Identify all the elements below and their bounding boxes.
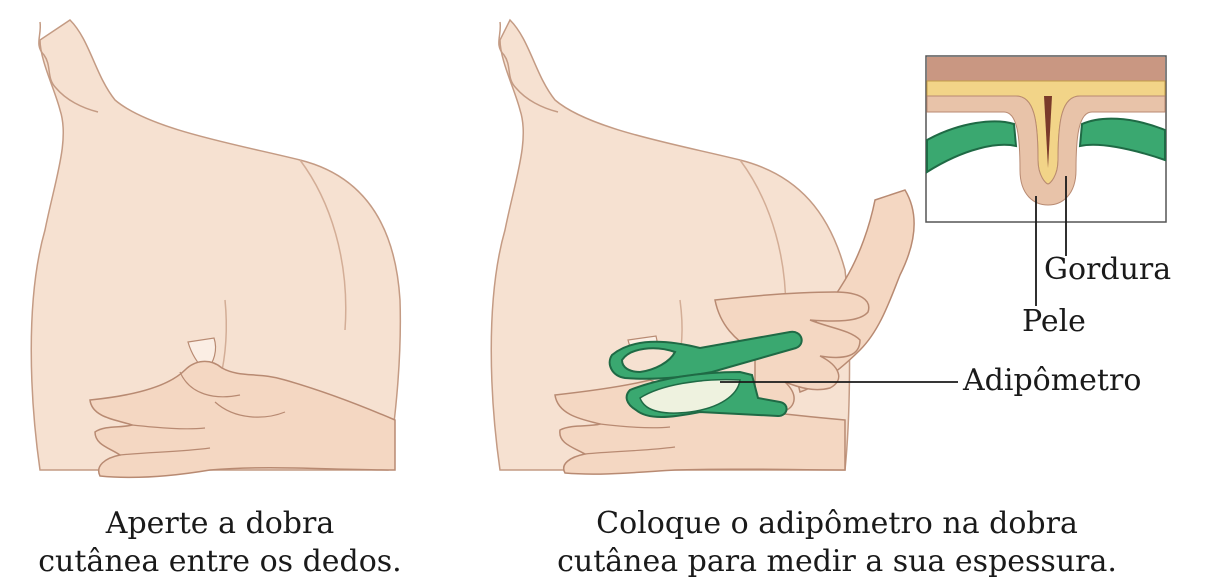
left-caption: Aperte a dobra cutânea entre os dedos. (10, 505, 430, 579)
left-caption-line-1: Aperte a dobra (10, 505, 430, 543)
right-caption-line-1: Coloque o adipômetro na dobra (472, 505, 1202, 543)
right-caption: Coloque o adipômetro na dobra cutânea pa… (472, 505, 1202, 579)
right-caption-line-2: cutânea para medir a sua espessura. (472, 543, 1202, 579)
label-caliper: Adipômetro (963, 365, 1141, 397)
left-caption-line-2: cutânea entre os dedos. (10, 543, 430, 579)
label-skin: Pele (1022, 306, 1086, 338)
inset-top-tissue (927, 57, 1165, 81)
right-panel-figure (491, 20, 914, 474)
cross-section-inset (926, 56, 1166, 222)
label-fat: Gordura (1044, 254, 1171, 286)
left-panel-figure (31, 20, 400, 477)
